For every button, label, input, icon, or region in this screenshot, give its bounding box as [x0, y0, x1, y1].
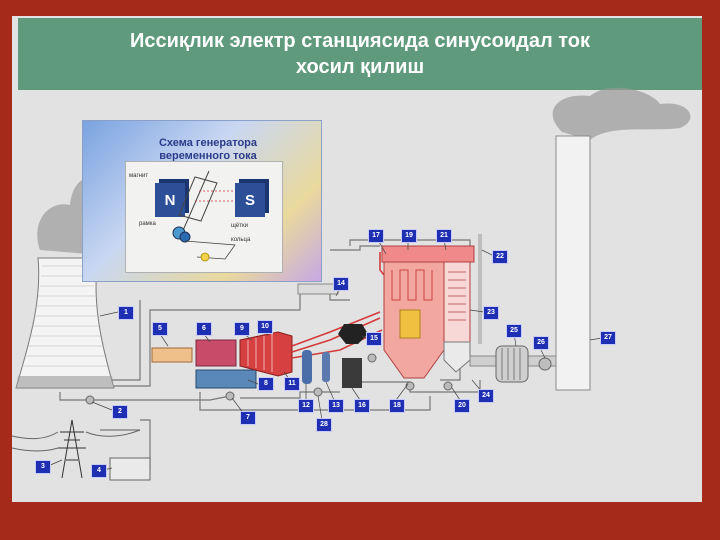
callout-2: 2	[112, 405, 128, 419]
title-line-2: хосил қилиш	[295, 56, 425, 78]
turbine	[239, 331, 293, 377]
label-rings: кольца	[231, 237, 251, 243]
label-brushes: щётки	[231, 223, 248, 229]
callout-1: 1	[118, 306, 134, 320]
callout-10: 10	[257, 320, 273, 334]
callout-14: 14	[333, 277, 349, 291]
callout-22: 22	[492, 250, 508, 264]
chimney	[555, 135, 591, 391]
callout-6: 6	[196, 322, 212, 336]
transformer	[109, 457, 151, 481]
callout-25: 25	[506, 324, 522, 338]
tank-13	[322, 352, 330, 382]
magnet-south-pole: S	[235, 183, 265, 217]
deaerator	[338, 324, 368, 344]
callout-26: 26	[533, 336, 549, 350]
callout-8: 8	[258, 377, 274, 391]
callout-9: 9	[234, 322, 250, 336]
callout-20: 20	[454, 399, 470, 413]
callout-27: 27	[600, 331, 616, 345]
callout-28: 28	[316, 418, 332, 432]
electrostatic-filter	[495, 345, 529, 383]
boiler-flame	[399, 309, 421, 339]
callout-12: 12	[298, 399, 314, 413]
boiler-top	[381, 245, 475, 263]
callout-4: 4	[91, 464, 107, 478]
magnet-north-pole: N	[155, 183, 185, 217]
callout-7: 7	[240, 411, 256, 425]
inset-title: Схема генератора веременного тока	[123, 137, 293, 163]
callout-5: 5	[152, 322, 168, 336]
power-pylon	[11, 419, 141, 479]
slide-title: Иссиқлик электр станциясида синусоидал т…	[18, 18, 702, 90]
label-frame: рамка	[139, 221, 156, 227]
tank-12	[302, 350, 312, 384]
callout-13: 13	[328, 399, 344, 413]
generator	[195, 339, 237, 367]
callout-19: 19	[401, 229, 417, 243]
generator-scheme-inset: Схема генератора веременного тока N S ма…	[82, 120, 322, 282]
condenser	[151, 347, 193, 363]
economizer	[443, 261, 471, 343]
callout-3: 3	[35, 460, 51, 474]
callout-18: 18	[389, 399, 405, 413]
label-magnet: магнит	[129, 173, 149, 179]
callout-23: 23	[483, 306, 499, 320]
inset-title-line-1: Схема генератора	[158, 137, 258, 149]
callout-15: 15	[366, 332, 382, 346]
rotor-frame-drawing	[172, 170, 236, 262]
chimney-smoke	[552, 87, 691, 140]
callout-24: 24	[478, 389, 494, 403]
boiler-tower-pipe	[478, 234, 482, 344]
inset-title-line-2: веременного тока	[159, 150, 257, 162]
callout-21: 21	[436, 229, 452, 243]
callout-16: 16	[354, 399, 370, 413]
exciter	[195, 369, 257, 389]
callout-11: 11	[284, 377, 300, 391]
smoke-exhauster	[538, 357, 552, 371]
callout-17: 17	[368, 229, 384, 243]
title-line-1: Иссиқлик электр станциясида синусоидал т…	[130, 30, 590, 52]
feed-pump	[342, 358, 362, 388]
